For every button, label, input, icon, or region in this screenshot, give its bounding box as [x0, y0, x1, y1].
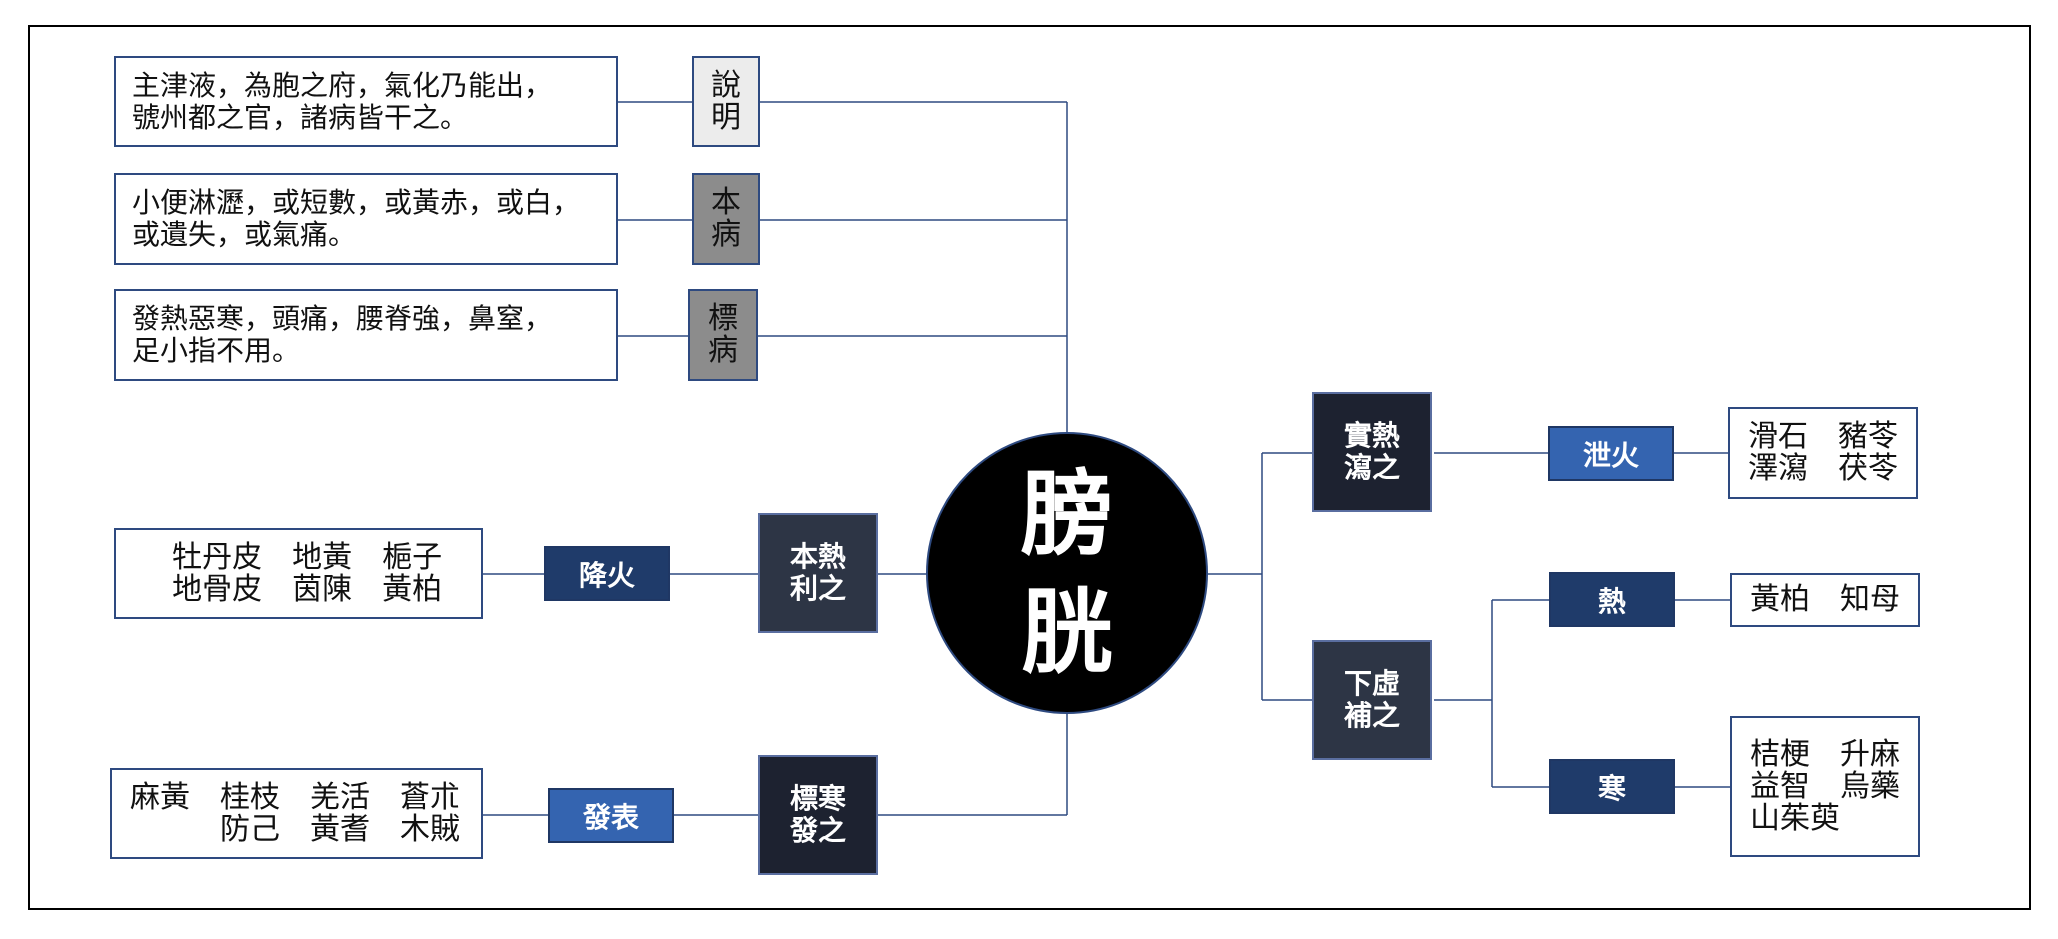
herb-list-heat: 黃柏 知母	[1730, 573, 1920, 627]
herb-line: 滑石 豬苓	[1748, 419, 1898, 454]
herb-line: 牡丹皮 地黃 梔子	[134, 539, 443, 575]
method-node-branch-cold: 標寒發之	[758, 755, 878, 875]
action-tag-cold: 寒	[1549, 759, 1675, 814]
method-node-lower-deficiency: 下虛補之	[1312, 640, 1432, 760]
herb-line: 桔梗 升麻	[1750, 736, 1900, 772]
description-line: 號州都之官，諸病皆干之。	[132, 100, 469, 134]
description-line: 小便淋瀝，或短數，或黃赤，或白，	[132, 186, 581, 219]
label-explanation: 說明	[692, 56, 760, 147]
herb-line: 防己 黃耆 木賊	[130, 811, 460, 847]
herb-list-excess-heat: 滑石 豬苓 澤瀉 茯苓	[1728, 407, 1918, 499]
action-tag-heat: 熱	[1549, 572, 1675, 627]
label-branch-disease: 標病	[688, 289, 758, 381]
herb-list-root-heat: 牡丹皮 地黃 梔子 地骨皮 茵陳 黃柏	[114, 528, 483, 619]
herb-line: 澤瀉 茯苓	[1748, 451, 1898, 486]
herb-line: 黃柏 知母	[1750, 582, 1900, 617]
center-char: 膀	[1020, 460, 1113, 568]
center-node-bladder: 膀 胱	[926, 432, 1208, 714]
action-tag-release-exterior: 發表	[548, 788, 674, 843]
herb-list-branch-cold: 麻黃 桂枝 羌活 蒼朮 防己 黃耆 木賊	[110, 768, 483, 859]
action-tag-purge-fire: 泄火	[1548, 426, 1674, 481]
method-node-excess-heat: 實熱瀉之	[1312, 392, 1432, 512]
description-line: 足小指不用。	[132, 334, 301, 367]
herb-line: 山茱萸	[1750, 800, 1840, 836]
description-explanation: 主津液，為胞之府，氣化乃能出， 號州都之官，諸病皆干之。	[114, 56, 618, 147]
description-line: 或遺失，或氣痛。	[132, 218, 357, 251]
center-char: 胱	[1020, 578, 1113, 686]
herb-line: 麻黃 桂枝 羌活 蒼朮	[130, 779, 460, 815]
description-branch-disease: 發熱惡寒，頭痛，腰脊強，鼻窒， 足小指不用。	[114, 289, 618, 381]
herb-list-cold: 桔梗 升麻 益智 烏藥 山茱萸	[1730, 716, 1920, 857]
herb-line: 益智 烏藥	[1750, 768, 1900, 804]
description-line: 主津液，為胞之府，氣化乃能出，	[132, 68, 553, 102]
label-root-disease: 本病	[692, 173, 760, 265]
description-root-disease: 小便淋瀝，或短數，或黃赤，或白， 或遺失，或氣痛。	[114, 173, 618, 265]
action-tag-reduce-fire: 降火	[544, 546, 670, 601]
diagram-frame	[28, 25, 2031, 910]
description-line: 發熱惡寒，頭痛，腰脊強，鼻窒，	[132, 302, 553, 335]
method-node-root-heat: 本熱利之	[758, 513, 878, 633]
herb-line: 地骨皮 茵陳 黃柏	[134, 571, 443, 607]
